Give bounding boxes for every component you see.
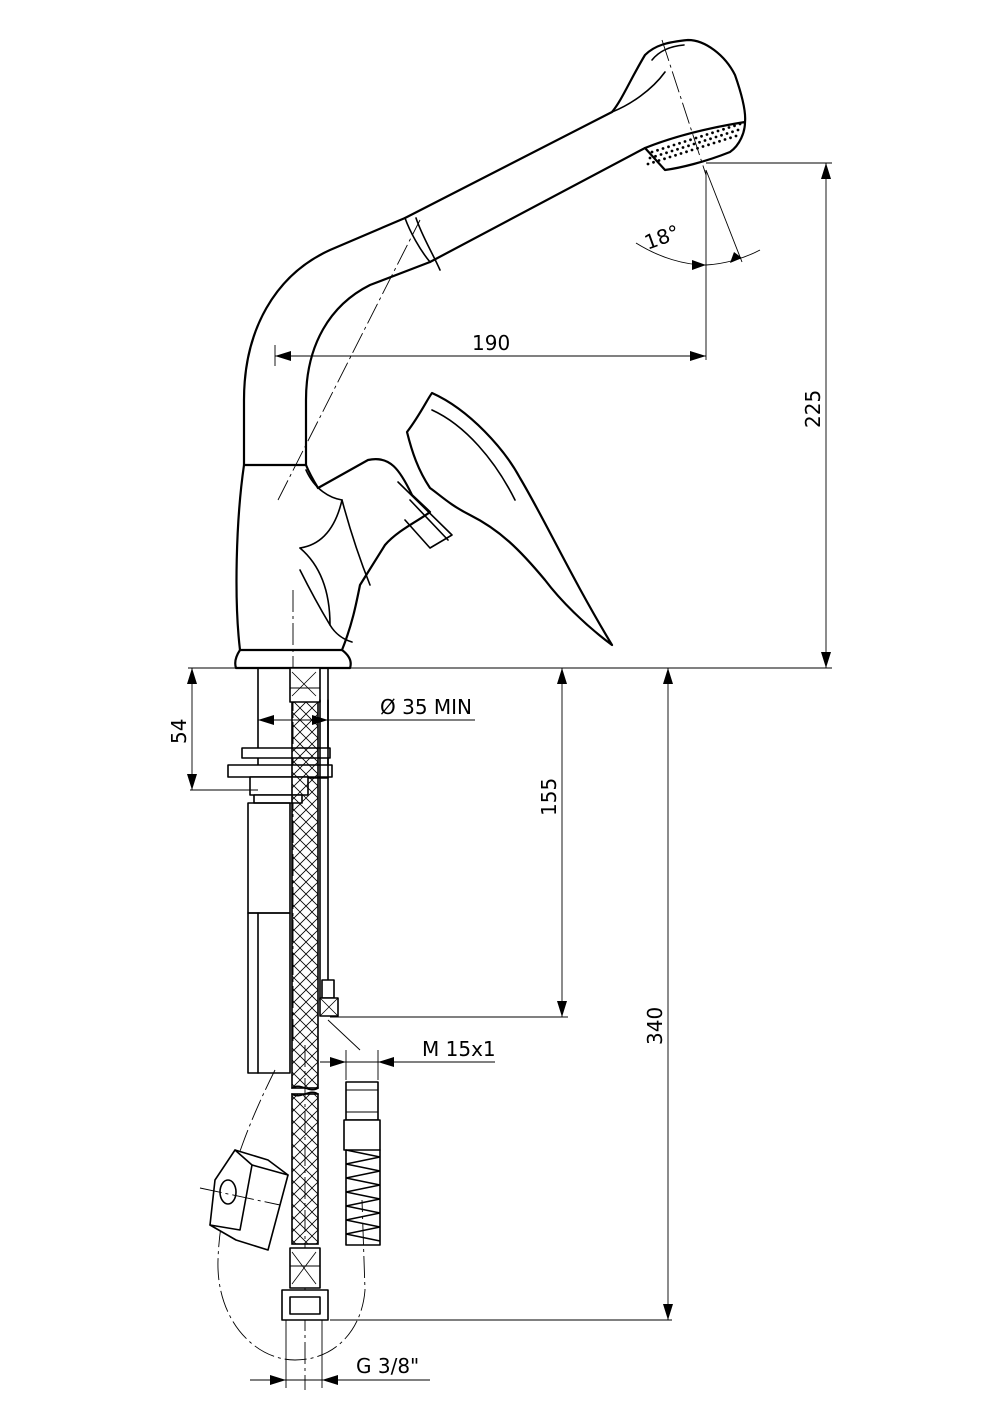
nozzle-dot [709, 137, 712, 141]
flexible-connector [343, 1081, 381, 1246]
hole-diameter-dimension: Ø 35 MIN [258, 695, 475, 725]
nozzle-dot [714, 135, 718, 139]
spout-height-label: 225 [801, 390, 825, 428]
flex-thread-label: M 15x1 [422, 1037, 496, 1061]
pull-out-spout [242, 38, 747, 467]
nozzle-dot [694, 136, 698, 140]
nozzle-dot [729, 136, 732, 140]
nozzle-dot [654, 154, 657, 158]
nozzle-dot [650, 150, 654, 154]
nozzle-dot [687, 144, 690, 148]
spray-nozzle-dots [646, 122, 742, 166]
nozzle-dot [663, 157, 666, 161]
nozzle-dot [656, 148, 659, 152]
connection-depth-dimension: 155 [330, 668, 568, 1018]
deck-thickness-dimension: 54 [167, 668, 258, 791]
reach-dimension: 190 [274, 331, 706, 366]
nozzle-dot [727, 126, 731, 129]
spout-height-dimension: 225 [706, 162, 832, 668]
nozzle-dot [665, 151, 668, 155]
faucet-body [235, 457, 453, 652]
reach-label: 190 [472, 331, 510, 355]
nozzle-dot [707, 143, 710, 147]
nozzle-dot [661, 147, 665, 150]
spout-centerline [277, 219, 421, 501]
nozzle-dot [679, 152, 683, 155]
supply-thread-dimension: G 3/8" [250, 1320, 430, 1388]
nozzle-dot [674, 153, 677, 157]
nozzle-dot [667, 145, 670, 149]
overall-depth-dimension: 340 [330, 668, 673, 1321]
nozzle-dot [723, 138, 727, 141]
nozzle-dot [698, 140, 701, 144]
nozzle-dot [657, 159, 661, 162]
nozzle-dot [676, 147, 679, 151]
nozzle-dot [683, 140, 687, 143]
lever-handle [405, 391, 614, 647]
nozzle-dot [711, 131, 714, 135]
nozzle-dot [700, 134, 703, 138]
nozzle-dot [716, 129, 720, 133]
hole-diameter-label: Ø 35 MIN [380, 695, 472, 719]
nozzle-dot [712, 141, 716, 145]
nozzle-dot [692, 142, 696, 146]
connection-depth-label: 155 [537, 778, 561, 816]
nozzle-dot [738, 122, 742, 126]
braided-hose-main [281, 667, 329, 1321]
nozzle-dot [646, 162, 650, 166]
nozzle-dot [670, 149, 674, 153]
nozzle-dot [672, 143, 676, 147]
angle-label: 18° [641, 220, 683, 255]
nozzle-dot [690, 148, 694, 152]
nozzle-dot [725, 132, 729, 135]
supply-pipe [319, 699, 339, 1017]
angle-dimension: 18° [635, 169, 761, 360]
flex-thread-dimension: M 15x1 [320, 1019, 496, 1080]
nozzle-dot [652, 160, 655, 164]
nozzle-dot [734, 134, 738, 138]
nozzle-dot [659, 153, 663, 156]
supply-thread-label: G 3/8" [356, 1354, 419, 1378]
nozzle-dot [685, 150, 688, 154]
nozzle-dot [720, 133, 723, 137]
nozzle-dot [733, 124, 736, 128]
hose-loop [199, 1069, 366, 1361]
nozzle-dot [718, 139, 721, 143]
nozzle-dot [701, 145, 705, 148]
nozzle-dot [722, 127, 725, 131]
nozzle-dot [681, 146, 685, 149]
nozzle-dot [648, 156, 652, 160]
nozzle-dot [731, 130, 734, 134]
nozzle-dot [736, 128, 740, 132]
overall-depth-label: 340 [643, 1007, 667, 1045]
nozzle-dot [678, 141, 681, 145]
nozzle-dot [703, 139, 707, 142]
deck-thickness-label: 54 [167, 719, 191, 744]
nozzle-dot [689, 138, 692, 142]
nozzle-dot [668, 155, 672, 159]
head-centerline [661, 39, 707, 176]
nozzle-dot [705, 133, 709, 136]
